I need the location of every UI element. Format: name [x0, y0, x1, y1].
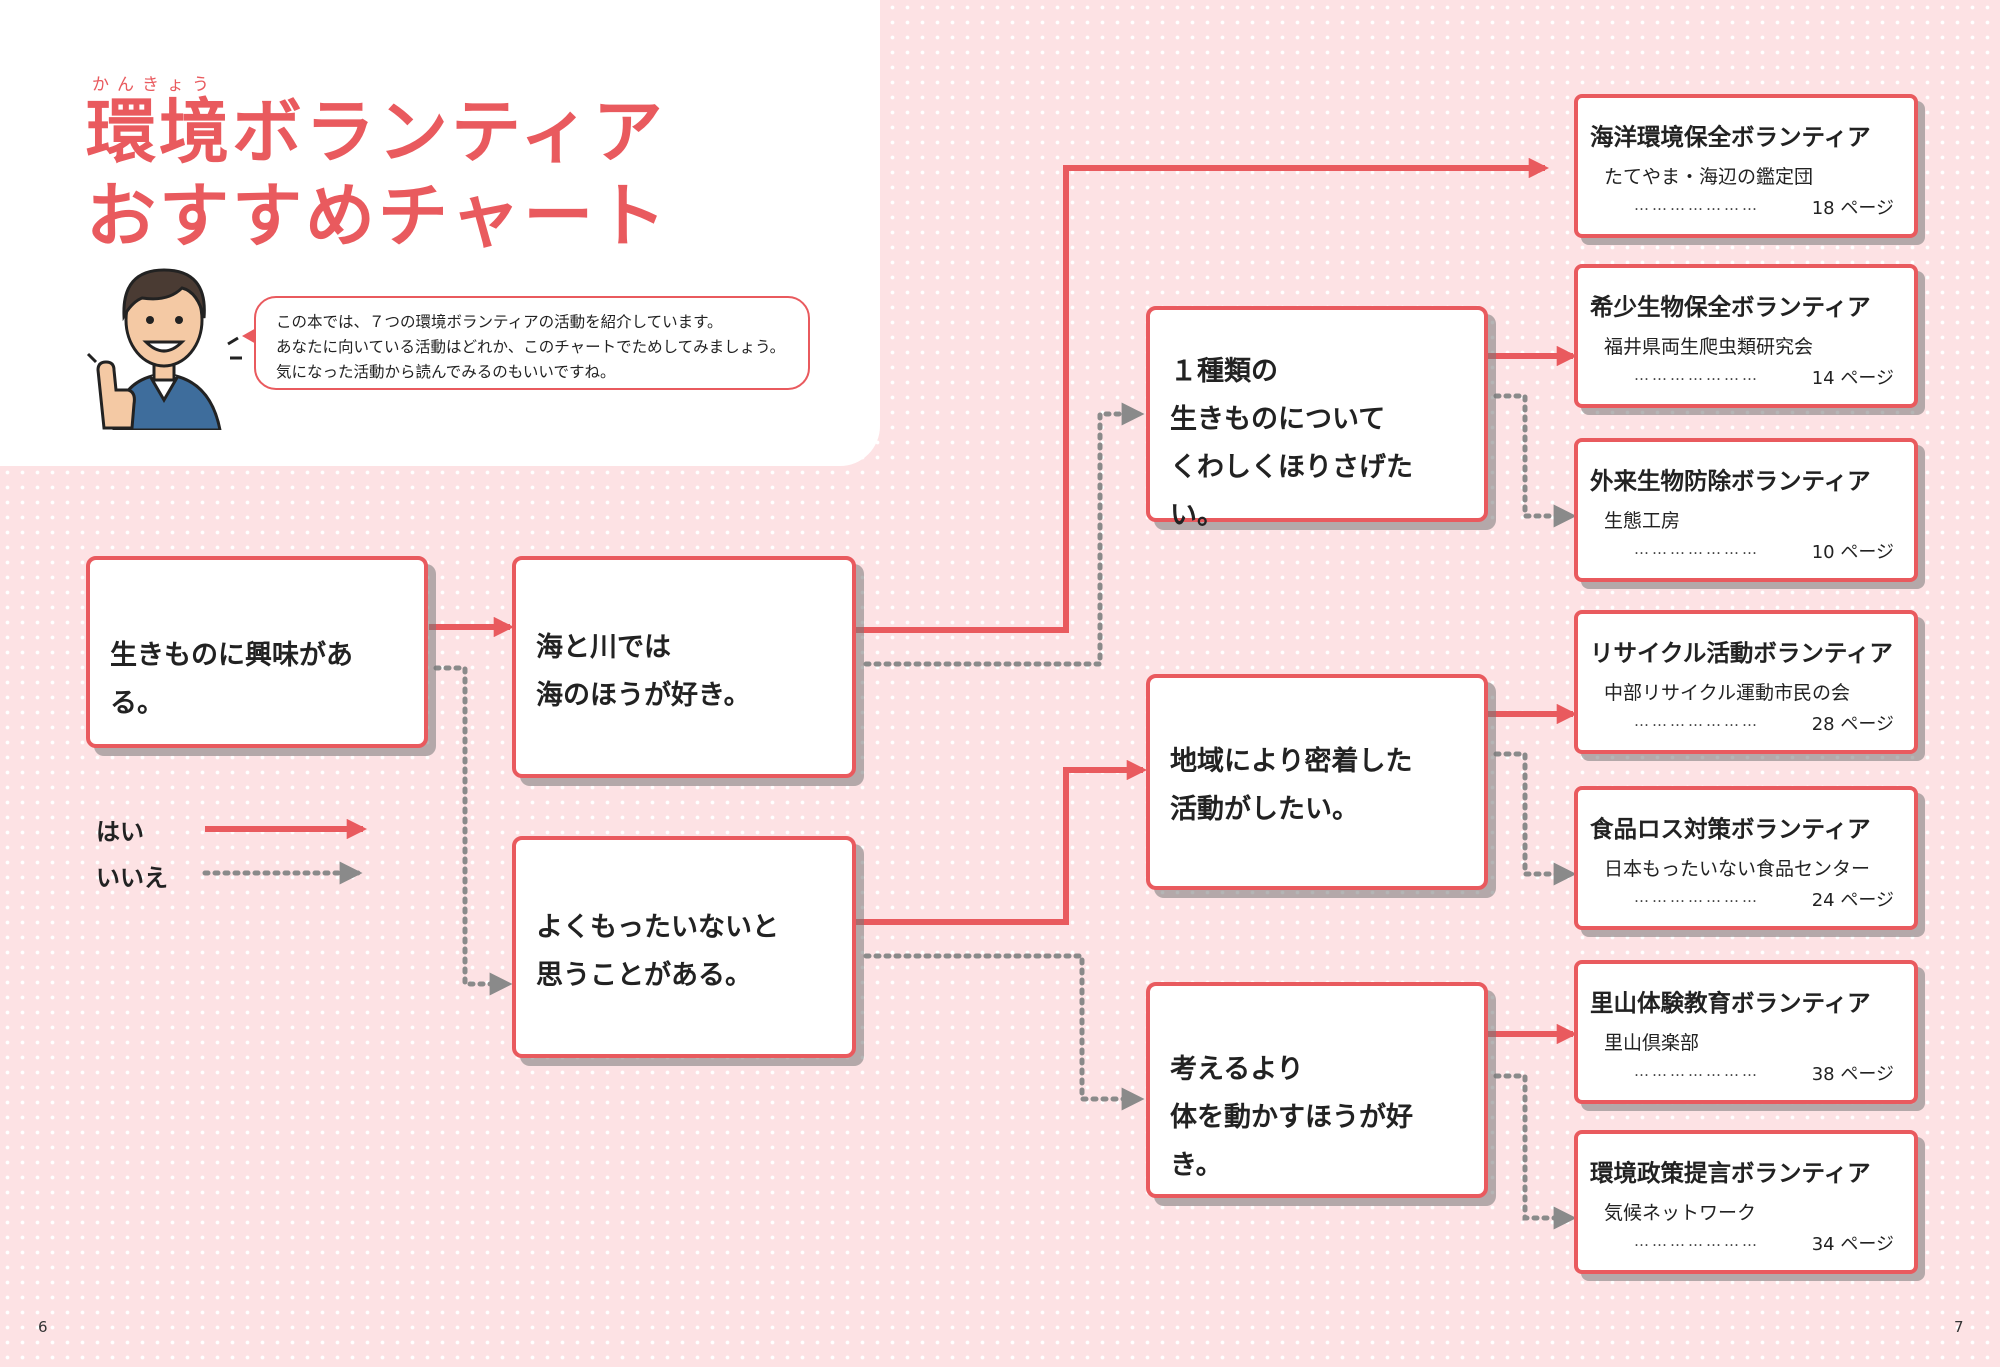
result-4-heading: リサイクル活動ボランティア: [1590, 639, 1893, 667]
result-6-leaders: …………………: [1634, 1062, 1760, 1080]
result-box-5: 食品ロス対策ボランティア 日本もったいない食品センター ………………… 24 ペ…: [1574, 786, 1918, 930]
yes-q2-r1: [856, 157, 1550, 633]
result-1-heading: 海洋環境保全ボランティア: [1590, 123, 1871, 151]
intro-speech-bubble: この本では、７つの環境ボランティアの活動を紹介しています。 あなたに向いている活…: [242, 296, 810, 390]
yes-connectors: [205, 157, 1578, 1045]
legend-no-label: いいえ: [96, 864, 168, 892]
page-number-right: 7: [1954, 1318, 1964, 1336]
q2-line-2: 海のほうが好き。: [536, 680, 751, 711]
result-5-heading: 食品ロス対策ボランティア: [1590, 815, 1871, 843]
result-7-heading: 環境政策提言ボランティア: [1590, 1159, 1871, 1187]
no-q2-q4: [863, 402, 1145, 667]
result-2-page: 14 ページ: [1811, 368, 1894, 389]
speech-line-2: あなたに向いている活動はどれか、このチャートでためしてみましょう。: [276, 338, 786, 356]
result-2-leaders: …………………: [1634, 366, 1760, 384]
result-7-org: 気候ネットワーク: [1604, 1202, 1757, 1224]
title-line-2: おすすめチャート: [86, 175, 670, 257]
question-box-2: 海と川では 海のほうが好き。: [512, 556, 856, 778]
result-6-heading: 里山体験教育ボランティア: [1590, 989, 1871, 1017]
result-box-3: 外来生物防除ボランティア 生態工房 ………………… 10 ページ: [1574, 438, 1918, 582]
result-box-4: リサイクル活動ボランティア 中部リサイクル運動市民の会 ………………… 28 ペ…: [1574, 610, 1918, 754]
result-5-page: 24 ページ: [1811, 890, 1894, 911]
q4-line-3: くわしくほりさげたい。: [1170, 452, 1413, 531]
result-2-org: 福井県両生爬虫類研究会: [1604, 336, 1814, 358]
question-box-4: １種類の 生きものについて くわしくほりさげたい。: [1146, 306, 1488, 531]
q2-line-1: 海と川では: [536, 632, 671, 663]
result-box-1: 海洋環境保全ボランティア たてやま・海辺の鑑定団 ………………… 18 ページ: [1574, 94, 1918, 238]
result-3-page: 10 ページ: [1811, 542, 1894, 563]
result-3-org: 生態工房: [1604, 510, 1681, 532]
result-7-page: 34 ページ: [1811, 1234, 1894, 1255]
q5-line-1: 地域により密着した: [1170, 746, 1413, 777]
no-q5-r5: [1493, 751, 1577, 886]
question-box-6: 考えるより 体を動かすほうが好き。: [1146, 982, 1488, 1198]
q6-line-1: 考えるより: [1170, 1054, 1304, 1085]
q4-line-2: 生きものについて: [1170, 404, 1386, 435]
page-number-left: 6: [38, 1318, 48, 1336]
result-4-page: 28 ページ: [1811, 714, 1894, 735]
q3-line-2: 思うことがある。: [536, 960, 752, 991]
q1-line-1: 生きものに興味がある。: [110, 640, 353, 719]
question-box-1: 生きものに興味がある。: [86, 556, 428, 748]
mascot-illustration: [86, 268, 242, 430]
no-connectors: [202, 393, 1577, 1230]
result-box-2: 希少生物保全ボランティア 福井県両生爬虫類研究会 ………………… 14 ページ: [1574, 264, 1918, 408]
no-q3-q6: [863, 953, 1145, 1111]
result-3-leaders: …………………: [1634, 540, 1760, 558]
speech-line-3: 気になった活動から読んでみるのもいいですね。: [276, 363, 616, 381]
result-5-org: 日本もったいない食品センター: [1604, 858, 1871, 880]
q3-line-1: よくもったいないと: [536, 912, 779, 943]
page-title: 環境ボランティア おすすめチャート: [86, 90, 669, 258]
result-2-heading: 希少生物保全ボランティア: [1590, 293, 1871, 321]
q5-line-2: 活動がしたい。: [1170, 794, 1359, 825]
result-box-6: 里山体験教育ボランティア 里山倶楽部 ………………… 38 ページ: [1574, 960, 1918, 1104]
result-5-leaders: …………………: [1634, 888, 1760, 906]
title-ruby: かんきょう: [92, 75, 217, 95]
result-6-page: 38 ページ: [1811, 1064, 1894, 1085]
result-6-org: 里山倶楽部: [1604, 1032, 1700, 1054]
question-box-5: 地域により密着した 活動がしたい。: [1146, 674, 1488, 890]
q4-line-1: １種類の: [1170, 356, 1278, 387]
speech-bubble-tail: [242, 328, 256, 344]
no-q6-r7: [1493, 1073, 1577, 1230]
result-3-heading: 外来生物防除ボランティア: [1590, 467, 1871, 495]
result-1-org: たてやま・海辺の鑑定団: [1604, 166, 1814, 188]
result-4-org: 中部リサイクル運動市民の会: [1604, 682, 1851, 704]
result-box-7: 環境政策提言ボランティア 気候ネットワーク ………………… 34 ページ: [1574, 1130, 1918, 1274]
no-q1-q3: [433, 665, 513, 996]
q6-line-2: 体を動かすほうが好き。: [1170, 1102, 1413, 1181]
result-7-leaders: …………………: [1634, 1232, 1760, 1250]
result-1-leaders: …………………: [1634, 196, 1760, 214]
result-4-leaders: …………………: [1634, 712, 1760, 730]
title-line-1: 環境ボランティア: [86, 91, 666, 173]
result-1-page: 18 ページ: [1811, 198, 1894, 219]
no-q4-r3: [1493, 393, 1577, 528]
speech-line-1: この本では、７つの環境ボランティアの活動を紹介しています。: [276, 313, 723, 331]
yes-q3-q5: [856, 759, 1148, 925]
question-box-3: よくもったいないと 思うことがある。: [512, 836, 856, 1058]
legend-yes-label: はい: [96, 818, 144, 846]
